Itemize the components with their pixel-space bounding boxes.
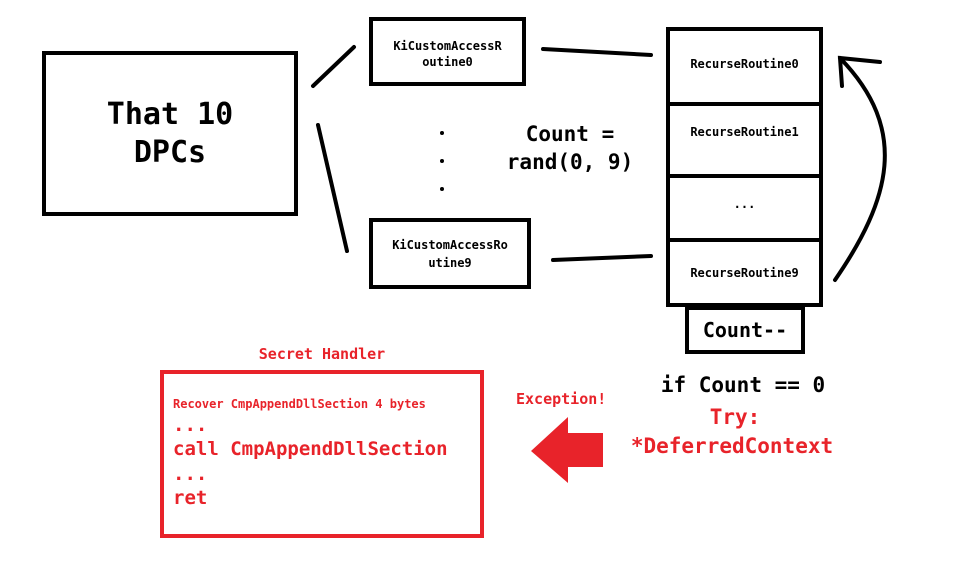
stack-divider bbox=[666, 174, 823, 178]
loop-back-arrow bbox=[833, 56, 887, 282]
connector-dpc-to-routine9 bbox=[316, 123, 349, 253]
exception-label: Exception! bbox=[516, 390, 607, 408]
recurse-stack bbox=[666, 27, 823, 307]
try-label: Try: bbox=[709, 405, 761, 429]
connector-dpc-to-routine0 bbox=[311, 45, 356, 88]
handler-line-call: call CmpAppendDllSection bbox=[173, 438, 448, 460]
stack-divider bbox=[666, 102, 823, 106]
count-label-line1: Count = bbox=[525, 122, 615, 146]
stack-item-recurse-routine9: RecurseRoutine9 bbox=[690, 266, 799, 280]
ellipsis-dot bbox=[440, 131, 444, 135]
access-routine-bottom-box bbox=[369, 218, 531, 289]
count-decrement-label: Count-- bbox=[702, 318, 788, 342]
handler-line-ellipsis: ... bbox=[173, 414, 208, 436]
ellipsis-dot bbox=[440, 159, 444, 163]
count-decrement-box bbox=[685, 306, 805, 354]
handler-line-ellipsis: ... bbox=[173, 463, 208, 485]
count-label-line2: rand(0, 9) bbox=[506, 150, 634, 174]
secret-handler-title: Secret Handler bbox=[258, 345, 386, 363]
handler-line-ret: ret bbox=[173, 487, 208, 509]
loop-back-arrowhead bbox=[837, 55, 882, 88]
dpcs-box-line1: That 10 bbox=[106, 97, 234, 132]
exception-arrow-icon bbox=[531, 417, 603, 483]
stack-item-recurse-routine0: RecurseRoutine0 bbox=[690, 57, 799, 71]
ellipsis-dot bbox=[440, 187, 444, 191]
access-routine-top-line1: KiCustomAccessR bbox=[393, 39, 502, 53]
connector-routine9-to-stack bbox=[551, 254, 653, 262]
access-routine-bottom-line2: utine9 bbox=[428, 256, 472, 270]
stack-item-recurse-routine1: RecurseRoutine1 bbox=[690, 125, 799, 139]
access-routine-top-box bbox=[369, 17, 526, 86]
if-count-zero: if Count == 0 bbox=[660, 373, 826, 397]
deferred-context-label: *DeferredContext bbox=[630, 434, 834, 458]
handler-line-recover: Recover CmpAppendDllSection 4 bytes bbox=[173, 397, 426, 411]
stack-divider bbox=[666, 238, 823, 242]
stack-item-ellipsis: ... bbox=[733, 197, 756, 211]
dpcs-box-line2: DPCs bbox=[133, 135, 207, 170]
access-routine-top-line2: outine0 bbox=[422, 55, 473, 69]
dpcs-box bbox=[42, 51, 298, 216]
access-routine-bottom-line1: KiCustomAccessRo bbox=[392, 238, 508, 252]
connector-routine0-to-stack bbox=[541, 47, 653, 57]
secret-handler-box bbox=[160, 370, 484, 538]
